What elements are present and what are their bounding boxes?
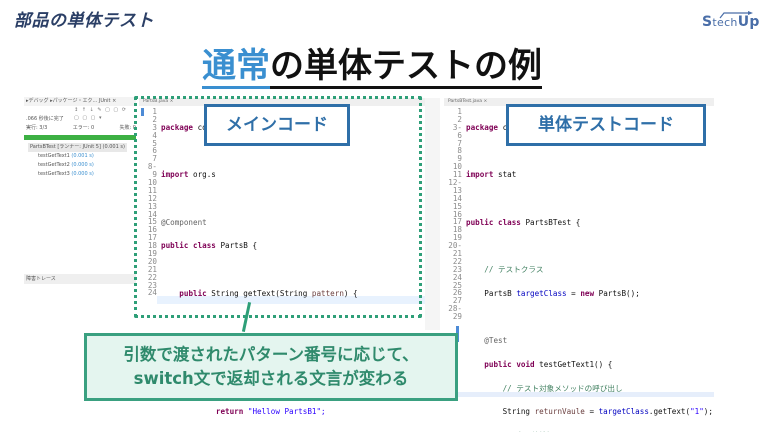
line-number: 3 xyxy=(152,122,157,132)
line-number: 19 xyxy=(147,249,157,259)
logo-arrow-icon xyxy=(719,11,753,19)
main-code-highlight-frame xyxy=(134,96,422,318)
line-number: 21 xyxy=(452,249,462,259)
line-number: 12- xyxy=(448,178,462,188)
editor-hscroll[interactable] xyxy=(444,392,714,397)
line-number: 17 xyxy=(147,233,157,243)
stechup-logo: StechUp xyxy=(702,8,760,34)
line-number: 13 xyxy=(147,201,157,211)
main-code-label: メインコード xyxy=(204,104,350,146)
line-number: 11 xyxy=(147,185,157,195)
line-number: 15 xyxy=(147,217,157,227)
line-number: 9 xyxy=(152,170,157,180)
test-tree-root[interactable]: PartsBTest [ランナー: JUnit 5] (0.001 s) xyxy=(28,143,127,152)
line-number: 18 xyxy=(147,241,157,251)
junit-counts: 実行: 3/3 エラー: 0 失敗: 0 xyxy=(26,124,136,131)
line-number: 10 xyxy=(452,162,462,172)
line-number: 23 xyxy=(452,264,462,274)
explanation-callout: 引数で渡されたパターン番号に応じて、 switch文で返却される文言が変わる xyxy=(84,333,458,401)
line-number: 28- xyxy=(448,304,462,314)
editor-tab-partsbtest[interactable]: PartsBTest.java × xyxy=(444,98,714,106)
line-number: 22 xyxy=(147,272,157,282)
test-status-bar xyxy=(24,135,136,140)
section-title: 部品の単体テスト xyxy=(14,11,154,31)
line-number: 19 xyxy=(452,233,462,243)
editor-tab-partsb[interactable]: PartsB.java × xyxy=(139,98,425,106)
line-number: 13 xyxy=(452,185,462,195)
line-number: 25 xyxy=(452,280,462,290)
editor-scrollbar[interactable] xyxy=(425,98,440,330)
line-number: 22 xyxy=(452,256,462,266)
line-number: 18 xyxy=(452,225,462,235)
failures-count: 失敗: 0 xyxy=(119,125,136,131)
callout-line-1: 引数で渡されたパターン番号に応じて、 xyxy=(123,345,419,364)
line-number: 20- xyxy=(448,241,462,251)
line-number: 4 xyxy=(152,130,157,140)
line-number: 26 xyxy=(452,288,462,298)
view-tabs[interactable]: ▸デバッグ ▸パッケージ・エク... JUnit × xyxy=(24,97,136,106)
line-number: 8- xyxy=(147,162,157,172)
test-tree-item[interactable]: testGetText1 (0.001 s) xyxy=(38,153,94,159)
title-rest: の単体テストの例 xyxy=(270,46,542,89)
line-number: 15 xyxy=(452,201,462,211)
junit-toolbar-icons[interactable]: ↕ ↑ ↓ ✎ ▢ ▢ ⟳ ▢ ▢ ▢ ▾ xyxy=(74,107,127,121)
line-number: 23 xyxy=(147,280,157,290)
callout-line-2: switch文で返却される文言が変わる xyxy=(133,369,409,388)
line-number: 10 xyxy=(147,178,157,188)
logo-text: StechUp xyxy=(702,14,760,30)
line-number: 6 xyxy=(152,146,157,156)
line-number: 11 xyxy=(452,170,462,180)
line-number: 5 xyxy=(152,138,157,148)
page-title: 通常の単体テストの例 xyxy=(202,44,542,89)
line-number: 14 xyxy=(452,193,462,203)
line-number: 3- xyxy=(452,122,462,132)
line-number: 24 xyxy=(147,288,157,298)
line-number: 1 xyxy=(152,107,157,116)
line-number: 21 xyxy=(147,264,157,274)
code-body: package com. import stat public class Pa… xyxy=(466,122,713,432)
line-number: 7 xyxy=(457,138,462,148)
current-line-highlight xyxy=(157,296,425,304)
line-number: 17 xyxy=(452,217,462,227)
line-number: 27 xyxy=(452,296,462,306)
line-number: 6 xyxy=(457,130,462,140)
test-code-label: 単体テストコード xyxy=(506,104,706,146)
title-accent: 通常 xyxy=(202,46,270,89)
line-number: 2 xyxy=(152,114,157,124)
junit-panel: ▸デバッグ ▸パッケージ・エク... JUnit × ↕ ↑ ↓ ✎ ▢ ▢ ⟳… xyxy=(24,97,136,327)
line-number: 2 xyxy=(457,114,462,124)
finished-time: .066 秒後に完了 xyxy=(26,116,64,122)
line-number: 16 xyxy=(147,225,157,235)
test-tree-item[interactable]: testGetText2 (0.000 s) xyxy=(38,162,94,168)
line-number: 16 xyxy=(452,209,462,219)
line-number: 29 xyxy=(452,312,462,322)
line-number: 9 xyxy=(457,154,462,164)
failure-trace-header: 障害トレース xyxy=(24,274,136,284)
line-number: 1 xyxy=(457,107,462,116)
test-tree-item[interactable]: testGetText3 (0.000 s) xyxy=(38,171,94,177)
test-tree: PartsBTest [ランナー: JUnit 5] (0.001 s) tes… xyxy=(28,143,127,179)
runs-count: 実行: 3/3 xyxy=(26,125,48,131)
line-number: 14 xyxy=(147,209,157,219)
line-number: 24 xyxy=(452,272,462,282)
line-number: 8 xyxy=(457,146,462,156)
line-number: 12 xyxy=(147,193,157,203)
errors-count: エラー: 0 xyxy=(72,125,95,131)
line-number: 20 xyxy=(147,256,157,266)
line-marker xyxy=(141,108,144,116)
line-number: 7 xyxy=(152,154,157,164)
